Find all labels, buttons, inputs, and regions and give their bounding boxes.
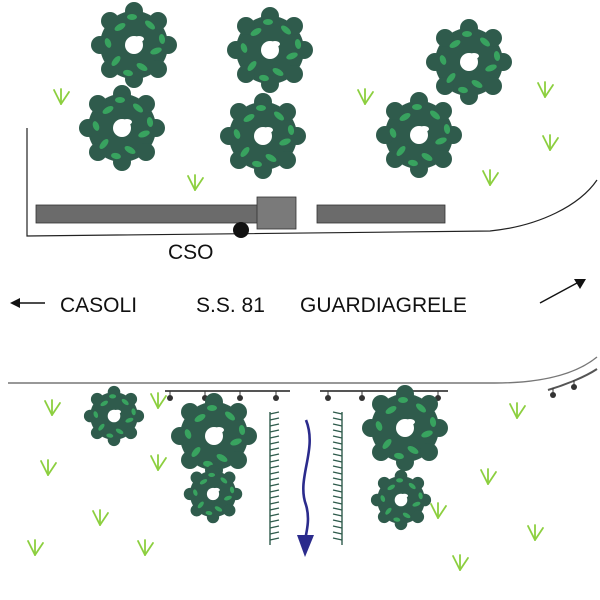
grass-icon	[357, 88, 374, 105]
grass-icon	[53, 88, 70, 105]
casoli-label: CASOLI	[60, 294, 137, 317]
bush-icon	[220, 93, 306, 179]
bush-icon	[83, 385, 145, 447]
flow-down-arrow-icon	[297, 419, 314, 557]
chain-barrier-left	[165, 390, 290, 402]
cso-chamber	[256, 196, 297, 230]
grass-icon	[40, 459, 57, 476]
bush-icon	[227, 7, 313, 93]
grass-icon	[27, 539, 44, 556]
bush-icon	[183, 464, 243, 524]
grass-icon	[150, 392, 167, 409]
grass-icon	[430, 502, 447, 519]
barrier-right	[316, 204, 446, 224]
bush-icon	[91, 2, 177, 88]
guardiagrele-label: GUARDIAGRELE	[300, 294, 467, 317]
bush-icon	[370, 469, 432, 531]
barrier-left	[35, 204, 259, 224]
bottom-bushes	[83, 385, 448, 531]
grass-icon	[44, 399, 61, 416]
channel-wall-right	[332, 411, 343, 545]
grass-icon	[480, 468, 497, 485]
grass-icon	[509, 402, 526, 419]
grass-icon	[187, 174, 204, 191]
arrow-up-right-icon	[539, 279, 586, 304]
grass-icon	[452, 554, 469, 571]
grass-icon	[537, 81, 554, 98]
grass-icon	[137, 539, 154, 556]
bush-icon	[376, 92, 462, 178]
road-label: S.S. 81	[196, 294, 265, 317]
bottom-road-edge	[8, 356, 598, 384]
cso-point	[233, 222, 249, 238]
cso-label: CSO	[168, 241, 214, 264]
top-bushes	[79, 2, 512, 179]
grass-icon	[482, 169, 499, 186]
grass-icon	[542, 134, 559, 151]
top-boundary-line	[26, 128, 598, 237]
bush-icon	[426, 19, 512, 105]
bush-icon	[79, 85, 165, 171]
arrow-left-icon	[10, 298, 45, 308]
chain-barrier-right	[320, 390, 448, 402]
bush-icon	[362, 385, 448, 471]
channel-wall-left	[269, 411, 280, 545]
grass-icon	[92, 509, 109, 526]
grass-icon	[527, 524, 544, 541]
grass-icon	[150, 454, 167, 471]
